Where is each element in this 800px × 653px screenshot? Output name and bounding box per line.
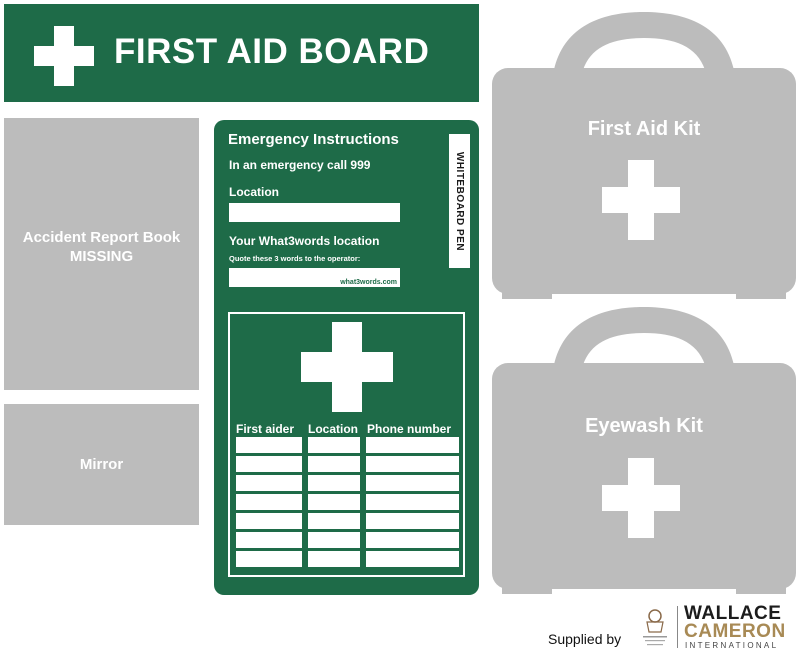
- logo-divider: [677, 606, 678, 648]
- supplied-by-text: Supplied by: [548, 631, 622, 647]
- accident-report-book-slot: Accident Report Book MISSING: [4, 118, 199, 390]
- whiteboard-pen-holder: WHITEBOARD PEN: [449, 134, 470, 268]
- table-cell[interactable]: [308, 494, 360, 510]
- table-cell[interactable]: [236, 475, 302, 491]
- table-cell[interactable]: [236, 551, 302, 567]
- accident-report-label: Accident Report Book MISSING: [4, 228, 199, 266]
- emergency-call-text: In an emergency call 999: [229, 158, 371, 172]
- emergency-heading: Emergency Instructions: [228, 131, 399, 148]
- table-cell[interactable]: [366, 456, 459, 472]
- table-cell[interactable]: [308, 532, 360, 548]
- table-cell[interactable]: [236, 456, 302, 472]
- location-label: Location: [229, 185, 279, 199]
- table-cell[interactable]: [308, 456, 360, 472]
- location-field[interactable]: [229, 203, 400, 222]
- missing-status: MISSING: [69, 248, 134, 265]
- header-banner: FIRST AID BOARD: [4, 4, 479, 102]
- table-cell[interactable]: [236, 494, 302, 510]
- first-aider-table-frame: First aider Location Phone number: [228, 312, 465, 577]
- table-cell[interactable]: [308, 551, 360, 567]
- what3words-site: what3words.com: [340, 279, 397, 286]
- eyewash-kit-outline: [492, 307, 796, 594]
- first-aid-cross-icon: [602, 458, 680, 538]
- accident-report-title: Accident Report Book: [22, 229, 181, 246]
- page-title: FIRST AID BOARD: [114, 32, 430, 71]
- royal-warrant-crest-icon: [643, 609, 667, 646]
- table-cell[interactable]: [308, 437, 360, 453]
- mirror-label: Mirror: [79, 456, 124, 473]
- first-aid-cross-icon: [34, 26, 94, 86]
- table-cell[interactable]: [366, 494, 459, 510]
- first-aid-kit-outline: [492, 12, 796, 299]
- table-cell[interactable]: [366, 475, 459, 491]
- table-cell[interactable]: [236, 437, 302, 453]
- company-logo-line2: CAMERON: [684, 621, 786, 642]
- table-cell[interactable]: [236, 513, 302, 529]
- whiteboard-pen-label: WHITEBOARD PEN: [454, 151, 466, 251]
- eyewash-kit-label: Eyewash Kit: [585, 415, 703, 437]
- quote-text: Quote these 3 words to the operator:: [229, 254, 361, 263]
- company-logo-line3: INTERNATIONAL: [685, 641, 779, 650]
- table-cell[interactable]: [308, 475, 360, 491]
- table-cell[interactable]: [366, 437, 459, 453]
- table-header-phone: Phone number: [367, 422, 452, 436]
- company-logo-line1: WALLACE: [684, 603, 782, 624]
- mirror-slot: Mirror: [4, 404, 199, 525]
- first-aid-cross-icon: [301, 322, 393, 412]
- first-aid-kit-label: First Aid Kit: [587, 118, 701, 140]
- first-aid-cross-icon: [602, 160, 680, 240]
- table-cell[interactable]: [236, 532, 302, 548]
- table-cell[interactable]: [366, 513, 459, 529]
- what3words-field[interactable]: what3words.com: [229, 268, 400, 287]
- what3words-label: Your What3words location: [229, 234, 380, 248]
- table-header-location: Location: [308, 422, 358, 436]
- table-header-first-aider: First aider: [236, 422, 295, 436]
- table-cell[interactable]: [366, 532, 459, 548]
- table-cell[interactable]: [366, 551, 459, 567]
- table-cell[interactable]: [308, 513, 360, 529]
